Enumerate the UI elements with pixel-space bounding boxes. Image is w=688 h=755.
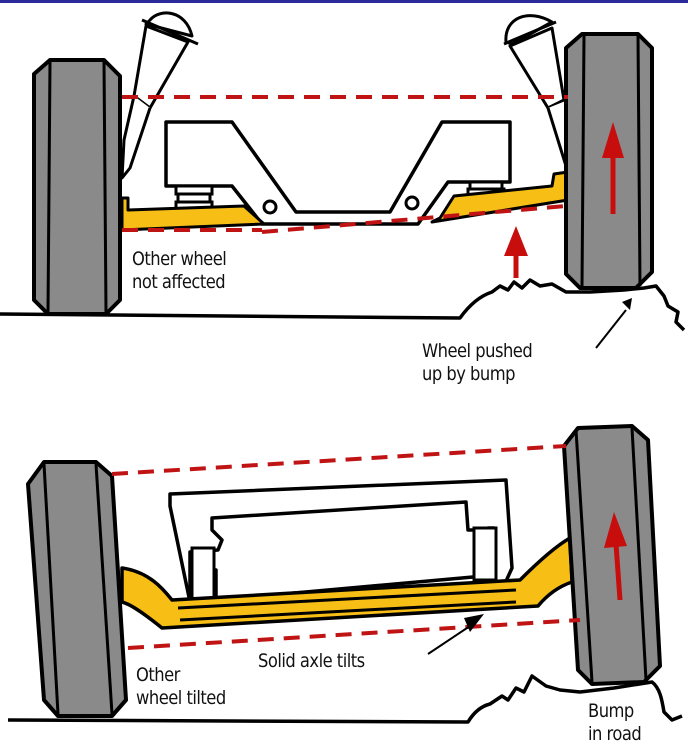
label-line: Solid axle tilts [258,650,365,672]
top-panel [0,11,686,349]
top-right-wheel [564,32,654,290]
label-line: not affected [132,271,226,293]
top-pivot-left [262,199,278,215]
top-bump-up-arrow [504,226,528,278]
bottom-wheel-up-arrow [604,512,627,601]
top-dashed-lines [122,95,568,234]
axle-groove-2 [179,600,517,622]
top-pivot-right [404,195,420,211]
label-bump-in-road: Bump in road [588,700,642,746]
top-chassis [164,120,512,226]
label-line: up by bump [422,363,516,385]
label-wheel-pushed-up: Wheel pushed up by bump [422,340,533,386]
label-line: Other wheel [132,248,227,270]
label-line: Bump [588,700,634,722]
top-wheel-up-arrow [602,122,624,214]
label-line: wheel tilted [136,687,226,709]
top-left-wheel [32,58,122,316]
label-line: in road [588,723,642,745]
label-line: Other [136,664,180,686]
top-road [0,278,686,332]
bottom-dashed-lines [111,444,581,650]
bottom-left-wheel [26,460,128,718]
bottom-right-post [472,526,498,582]
axle-pointer [427,614,484,655]
bottom-panel [7,424,683,724]
bottom-right-wheel [562,424,662,686]
axle-groove-1 [177,588,517,610]
top-bump-pointer [595,298,632,349]
bottom-left-post [190,546,216,602]
label-line: Wheel pushed [422,340,533,362]
label-other-wheel-tilted: Other wheel tilted [136,664,226,710]
label-solid-axle-tilts: Solid axle tilts [258,650,365,673]
bottom-road [7,674,683,724]
top-shock-left [120,11,199,180]
label-other-wheel-not-affected: Other wheel not affected [132,248,227,294]
top-shock-right [503,14,570,168]
top-spring-left [174,184,214,212]
top-right-arm [430,170,570,224]
top-border [0,0,688,3]
